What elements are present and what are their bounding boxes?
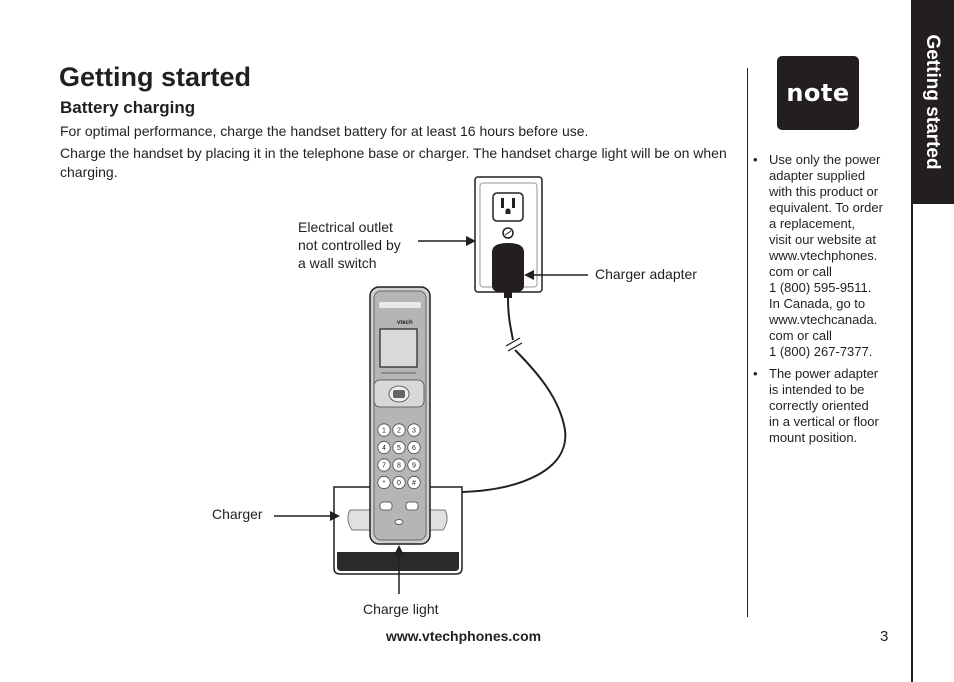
keypad-key-label: 0 [397, 480, 401, 487]
power-cord [461, 297, 567, 493]
keypad-key [377, 440, 391, 455]
keypad-key-label: 3 [412, 428, 416, 435]
intro-paragraph: For optimal performance, charge the hand… [60, 123, 589, 139]
note-badge: note [777, 56, 859, 130]
column-divider [747, 68, 748, 617]
keypad-key [407, 475, 421, 490]
keypad-key-label: 1 [382, 428, 386, 435]
page-number: 3 [880, 628, 889, 645]
brand-logo: vtech [397, 320, 413, 326]
keypad-key-label: 5 [397, 445, 401, 452]
charger-adapter-label: Charger adapter [595, 266, 697, 282]
keypad-key [392, 458, 406, 472]
callout-lines [274, 236, 588, 594]
keypad-key [377, 475, 391, 490]
keypad-key-label: 4 [382, 445, 386, 452]
section-tab-label: Getting started [922, 34, 944, 170]
keypad-key [407, 458, 421, 472]
side-rule [911, 204, 913, 682]
section-tab: Getting started [911, 0, 954, 204]
keypad-key [392, 440, 406, 455]
keypad-key-label: * [383, 480, 386, 487]
keypad-key-label: 6 [412, 445, 416, 452]
outlet-label: Electrical outlet not controlled by a wa… [298, 219, 401, 271]
charger-label: Charger [212, 506, 263, 522]
keypad: 1 2 3 4 5 6 7 8 9 * 0 # [377, 423, 421, 490]
keypad-key [377, 458, 391, 472]
keypad-key [407, 440, 421, 455]
keypad-key-label: 8 [397, 463, 401, 470]
bullet-icon: • [753, 152, 758, 167]
page-title: Getting started [59, 62, 252, 92]
keypad-key-label: # [412, 480, 416, 487]
charge-light-label: Charge light [363, 601, 439, 617]
charging-paragraph: Charge the handset by placing it in the … [60, 145, 727, 180]
keypad-key [377, 423, 391, 437]
handset: vtech 1 2 3 4 5 6 7 8 9 * 0 # [369, 286, 431, 545]
footer-website: www.vtechphones.com [386, 628, 542, 644]
keypad-key-label: 7 [382, 463, 386, 470]
keypad-key [392, 423, 406, 437]
keypad-key-label: 2 [397, 428, 401, 435]
bullet-icon: • [753, 366, 758, 381]
charger-adapter [492, 243, 524, 298]
keypad-key [392, 475, 406, 490]
keypad-key-label: 9 [412, 463, 416, 470]
keypad-key [407, 423, 421, 437]
section-heading: Battery charging [60, 98, 196, 117]
